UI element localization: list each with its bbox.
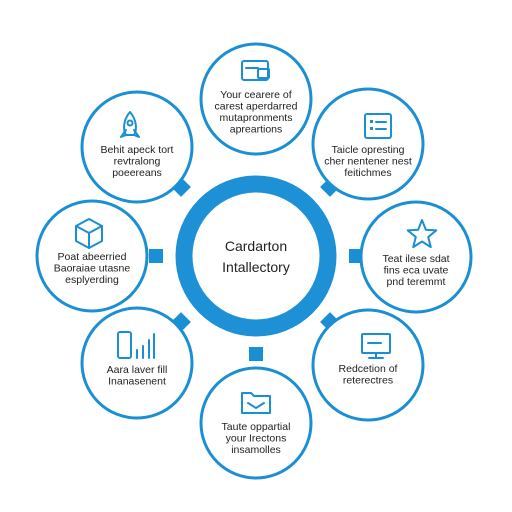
node-label-line: Redcetion of <box>339 363 398 375</box>
node-circle <box>311 87 425 201</box>
open-folder-icon <box>241 392 271 414</box>
node-label-line: carest aperdarred <box>215 101 298 113</box>
node-label-line: esplyerding <box>65 274 119 286</box>
list-document-icon <box>364 113 392 139</box>
node-circle <box>311 308 425 422</box>
node-label-line: your Irectons <box>226 433 287 445</box>
connector-square <box>349 249 363 263</box>
node-label-line: reterectres <box>343 375 393 387</box>
center-label-line2: Intallectory <box>222 259 290 275</box>
node-circle <box>80 306 194 420</box>
node-circle <box>359 200 473 314</box>
connector-square <box>149 249 163 263</box>
node-label-line: Inanasenent <box>108 376 166 388</box>
node-circle <box>199 42 313 156</box>
node-label-line: Baoraiae utasne <box>54 263 131 275</box>
node-label-line: fins eca uvate <box>384 265 449 277</box>
node-label-line: feitichmes <box>344 167 391 179</box>
node-label-line: insamolles <box>231 444 281 456</box>
node-label-line: Behit apeck tort <box>101 144 174 156</box>
monitor-icon <box>361 333 391 359</box>
folder-card-icon <box>241 60 270 81</box>
phone-bar-chart-icon <box>117 331 155 359</box>
connector-square <box>249 347 263 361</box>
node-label-line: Poat abeerried <box>58 251 127 263</box>
rocket-icon <box>120 111 140 138</box>
node-label-line: revtralong <box>114 156 161 168</box>
node-circle <box>80 90 194 204</box>
node-label-line: apreartions <box>230 124 283 136</box>
cube-icon <box>75 218 103 249</box>
node-label-line: Your cearere of <box>220 89 291 101</box>
center-ring <box>175 175 337 337</box>
node-circle <box>199 366 313 480</box>
connector-squares <box>149 133 363 361</box>
node-label-line: mutapronments <box>220 112 293 124</box>
node-label-line: Taicle opresting <box>332 144 405 156</box>
node-label-line: cher nentener nest <box>324 156 412 168</box>
star-icon <box>406 219 438 249</box>
center-label-line1: Cardarton <box>225 238 287 254</box>
node-label-line: Teat ilese sdat <box>382 253 449 265</box>
node-label-line: Aara laver fill <box>107 364 168 376</box>
node-label-line: poeereans <box>112 167 162 179</box>
node-label-line: Taute oppartial <box>222 421 291 433</box>
node-label-line: pnd teremmt <box>387 276 446 288</box>
node-circle <box>35 199 149 313</box>
